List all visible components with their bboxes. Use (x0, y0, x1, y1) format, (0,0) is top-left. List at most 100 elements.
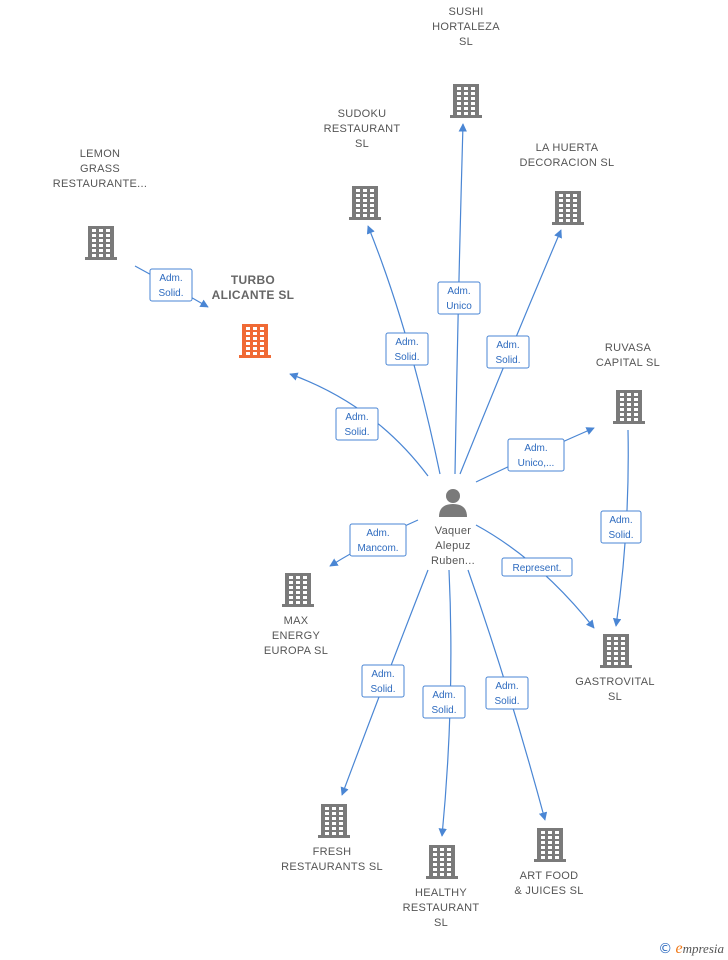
company-name: TURBO (231, 273, 275, 287)
company-name: & JUICES SL (514, 885, 583, 897)
edge-person-to-sushi: Adm.Unico (437, 123, 481, 475)
role-label-box[interactable]: Adm. Unico,... (507, 438, 565, 472)
role-label-box[interactable]: Adm. Solid. (149, 268, 193, 302)
edge-lemon-to-turbo: Adm. Solid. (134, 265, 209, 308)
brand-initial: e (675, 940, 683, 957)
role-label-text: Unico,... (518, 458, 555, 469)
company-name: RESTAURANTS SL (281, 861, 383, 873)
company-name: HEALTHY (415, 887, 467, 899)
building-icon (318, 804, 350, 838)
role-label-text: Represent. (513, 563, 562, 574)
edge-person-to-healthy: Adm. Solid. (422, 569, 466, 837)
role-label-text: Adm. (495, 681, 518, 692)
company-name: FRESH (313, 846, 352, 858)
building-icon (534, 828, 566, 862)
role-label-frame (600, 510, 642, 544)
role-label-text: Adm. (524, 443, 547, 454)
role-label-frame (385, 332, 429, 366)
role-label-frame (486, 335, 530, 369)
company-name: SL (459, 36, 473, 48)
company-node-artfood[interactable]: ART FOOD & JUICES SL (514, 828, 583, 897)
company-node-gastrovital[interactable]: GASTROVITAL SL (575, 634, 655, 703)
company-name: GRASS (80, 163, 120, 175)
role-label-text: Solid. (494, 696, 519, 707)
company-node-fresh[interactable]: FRESH RESTAURANTS SL (281, 804, 383, 873)
edge-ruvasa-to-gastrovital: Adm.Solid. (600, 429, 642, 627)
role-label-frame (501, 557, 573, 577)
company-node-ruvasa[interactable]: RUVASA CAPITAL SL (596, 342, 660, 424)
role-label-box[interactable]: Adm. Solid. (485, 676, 529, 710)
role-label-frame (335, 407, 379, 441)
company-name: MAX (284, 615, 309, 627)
person-name: Ruben... (431, 555, 475, 567)
company-node-lahuerta[interactable]: LA HUERTA DECORACION SL (520, 142, 615, 225)
role-label-box[interactable]: Adm. Solid. (361, 664, 405, 698)
role-label-text: Solid. (608, 530, 633, 541)
role-label-frame (422, 685, 466, 719)
role-label-box[interactable]: Represent. (501, 557, 573, 577)
role-label-text: Solid. (344, 427, 369, 438)
edge-person-to-fresh: Adm. Solid. (340, 569, 429, 796)
role-label-text: Mancom. (357, 543, 398, 554)
person-icon (439, 489, 467, 517)
role-label-box[interactable]: Adm. Mancom. (349, 523, 407, 557)
role-label-box[interactable]: Adm.Solid. (600, 510, 642, 544)
role-label-box[interactable]: Adm. Solid. (422, 685, 466, 719)
edge-person-to-lahuerta: Adm. Solid. (459, 229, 562, 475)
role-label-text: Adm. (345, 412, 368, 423)
edge-person-to-ruvasa: Adm. Unico,... (475, 427, 595, 483)
person-name: Vaquer (435, 525, 471, 537)
company-name: LA HUERTA (536, 142, 599, 154)
role-label-text: Solid. (495, 355, 520, 366)
company-name: SL (608, 691, 622, 703)
role-label-frame (485, 676, 529, 710)
role-label-text: Adm. (159, 273, 182, 284)
company-node-sudoku[interactable]: SUDOKU RESTAURANT SL (324, 108, 401, 220)
role-label-text: Adm. (371, 669, 394, 680)
edge-person-to-max: Adm. Mancom. (329, 519, 419, 567)
role-label-text: Unico (446, 301, 472, 312)
copyright-symbol: © (658, 941, 673, 957)
role-label-text: Solid. (431, 705, 456, 716)
company-name: RESTAURANT (324, 123, 401, 135)
role-label-text: Solid. (370, 684, 395, 695)
company-node-lemon[interactable]: LEMON GRASS RESTAURANTE... (53, 148, 147, 260)
company-name: RUVASA (605, 342, 652, 354)
role-label-frame (507, 438, 565, 472)
role-label-text: Solid. (158, 288, 183, 299)
company-name: ALICANTE SL (212, 288, 295, 302)
building-icon (282, 573, 314, 607)
edge-person-to-gastrovital: Represent. (475, 524, 595, 629)
company-name: RESTAURANTE... (53, 178, 147, 190)
role-label-box[interactable]: Adm. Solid. (486, 335, 530, 369)
company-name: SL (355, 138, 369, 150)
building-icon (85, 226, 117, 260)
empresia-watermark: © empresia (658, 940, 724, 958)
company-name: CAPITAL SL (596, 357, 660, 369)
company-name: GASTROVITAL (575, 676, 655, 688)
role-label-box[interactable]: Adm. Solid. (335, 407, 379, 441)
company-name: LEMON (80, 148, 121, 160)
edge-person-to-turbo: Adm. Solid. (289, 372, 429, 477)
building-icon (426, 845, 458, 879)
company-name: EUROPA SL (264, 645, 328, 657)
building-icon (239, 324, 271, 358)
brand-name: mpresia (682, 941, 724, 956)
role-label-text: Adm. (366, 528, 389, 539)
role-label-text: Solid. (394, 352, 419, 363)
company-name: SUDOKU (338, 108, 387, 120)
company-name: ART FOOD (520, 870, 579, 882)
role-label-frame (437, 281, 481, 315)
role-label-box[interactable]: Adm.Solid. (385, 332, 429, 366)
company-name: SUSHI (448, 6, 483, 18)
company-name: DECORACION SL (520, 157, 615, 169)
role-label-text: Adm. (432, 690, 455, 701)
role-label-text: Adm. (496, 340, 519, 351)
person-node[interactable]: VaquerAlepuzRuben... (431, 489, 475, 567)
role-label-box[interactable]: Adm.Unico (437, 281, 481, 315)
